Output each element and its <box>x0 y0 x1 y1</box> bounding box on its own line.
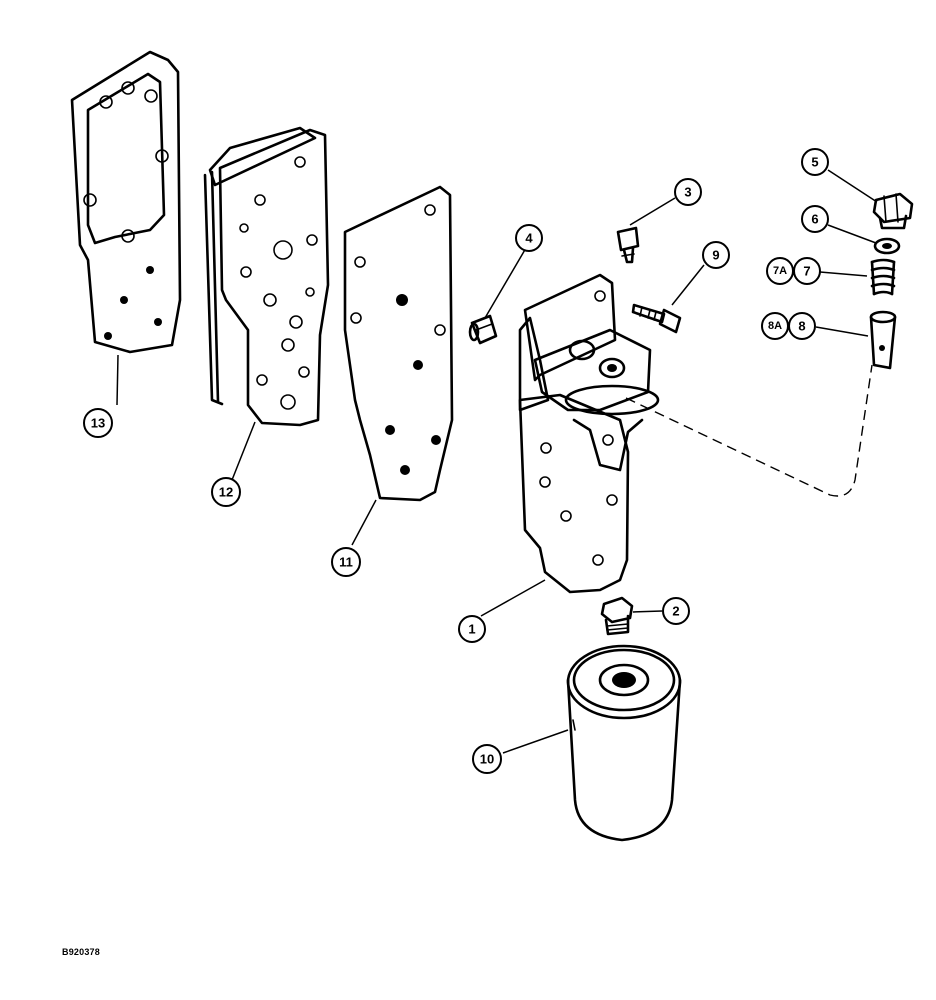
svg-text:13: 13 <box>91 416 105 431</box>
callout-1: 1 <box>458 615 486 643</box>
plug-5 <box>872 192 914 230</box>
svg-text:1: 1 <box>468 622 475 637</box>
callout-3: 3 <box>674 178 702 206</box>
filter-head-1 <box>518 273 660 594</box>
spring-7 <box>870 258 896 296</box>
callout-9: 9 <box>702 241 730 269</box>
gasket-11 <box>343 185 454 502</box>
callout-10: 10 <box>472 744 502 774</box>
callout-8: 8 <box>788 312 816 340</box>
callout-13: 13 <box>83 408 113 438</box>
callout-5: 5 <box>801 148 829 176</box>
svg-text:6: 6 <box>811 212 818 227</box>
capscrew-3 <box>616 226 640 264</box>
washer-6 <box>873 237 901 255</box>
gasket-13 <box>70 50 182 354</box>
callout-6: 6 <box>801 205 829 233</box>
svg-text:8: 8 <box>798 319 805 334</box>
oil-cooler-12 <box>203 126 330 427</box>
svg-text:7A: 7A <box>773 265 787 277</box>
callout-2: 2 <box>662 597 690 625</box>
figure-id-label: B920378 <box>62 947 100 957</box>
callout-8a: 8A <box>761 312 789 340</box>
callout-7: 7 <box>793 257 821 285</box>
svg-text:4: 4 <box>525 231 533 246</box>
svg-text:7: 7 <box>803 264 810 279</box>
callout-4: 4 <box>515 224 543 252</box>
callout-12: 12 <box>211 477 241 507</box>
svg-text:10: 10 <box>480 752 494 767</box>
svg-text:11: 11 <box>339 555 353 570</box>
svg-text:9: 9 <box>712 248 719 263</box>
svg-text:12: 12 <box>219 485 233 500</box>
leader-lines <box>116 169 878 754</box>
svg-text:5: 5 <box>811 155 818 170</box>
plug-4 <box>468 314 498 345</box>
svg-text:2: 2 <box>672 604 679 619</box>
dashed-flow-line <box>625 364 873 497</box>
valve-8 <box>869 310 897 370</box>
callout-7a: 7A <box>766 257 794 285</box>
callout-11: 11 <box>331 547 361 577</box>
capscrew-9 <box>631 303 682 334</box>
svg-text:3: 3 <box>684 185 691 200</box>
filter-10 <box>566 644 682 842</box>
nipple-2 <box>600 596 634 636</box>
svg-text:8A: 8A <box>768 320 782 332</box>
